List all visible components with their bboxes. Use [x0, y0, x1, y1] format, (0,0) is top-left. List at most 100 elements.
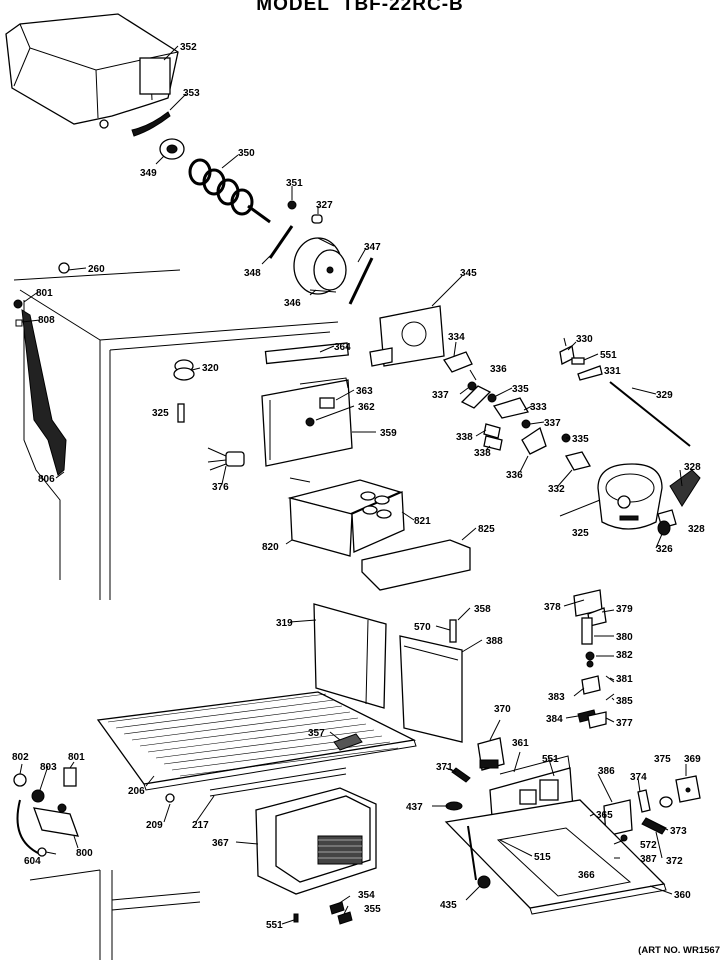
label-808: 808 [38, 315, 55, 326]
label-360: 360 [674, 890, 691, 901]
label-335b: 335 [572, 434, 589, 445]
label-572: 572 [640, 840, 657, 851]
label-551b: 551 [542, 754, 559, 765]
label-551c: 551 [266, 920, 283, 931]
button-377-icon [587, 711, 607, 729]
label-367: 367 [212, 838, 229, 849]
screw-551c-icon [293, 913, 299, 923]
motor-325-icon [597, 463, 663, 530]
divider-319-icon [313, 603, 387, 709]
label-217: 217 [192, 820, 209, 831]
lever-331-icon [577, 365, 603, 381]
clip-355-icon [337, 911, 353, 925]
pin-572-icon [620, 834, 628, 842]
screw-260-icon [58, 262, 70, 274]
label-604: 604 [24, 856, 41, 867]
label-801: 801 [36, 288, 53, 299]
label-335a: 335 [512, 384, 529, 395]
clip-357-icon [333, 733, 363, 751]
model-title: MODEL TBF-22RC-B [0, 0, 720, 16]
label-386: 386 [598, 766, 615, 777]
spring-373-icon [641, 817, 667, 835]
switch-801-icon [63, 767, 77, 787]
bearing-349-icon [159, 138, 185, 160]
spring-382b-icon [586, 660, 594, 668]
arm-336-icon [460, 385, 492, 409]
cup-383-icon [581, 675, 601, 695]
label-338b: 338 [474, 448, 491, 459]
label-337a: 337 [432, 390, 449, 401]
shaft-348-icon [268, 225, 294, 259]
screw-209-icon [165, 793, 175, 803]
label-381: 381 [616, 674, 633, 685]
label-372: 372 [666, 856, 683, 867]
label-570: 570 [414, 622, 431, 633]
cover-364-icon [264, 342, 349, 365]
pin-385-icon [605, 693, 615, 701]
label-354: 354 [358, 890, 375, 901]
label-348: 348 [244, 268, 261, 279]
label-365: 365 [596, 810, 613, 821]
label-385: 385 [616, 696, 633, 707]
ice-maker-icon [287, 477, 405, 557]
nut-337b-icon [521, 419, 531, 429]
label-347: 347 [364, 242, 381, 253]
label-338a: 338 [456, 432, 473, 443]
shelf-icon [96, 691, 417, 791]
label-351: 351 [286, 178, 303, 189]
clip-354-icon [329, 901, 345, 915]
seal-353-icon [131, 111, 171, 137]
label-374: 374 [630, 772, 647, 783]
label-326: 326 [656, 544, 673, 555]
model-number: TBF-22RC-B [341, 0, 464, 15]
label-336: 336 [490, 364, 507, 375]
bracket-388-icon [399, 635, 463, 743]
label-336b: 336 [506, 470, 523, 481]
label-363: 363 [356, 386, 373, 397]
label-353: 353 [183, 88, 200, 99]
ice-bucket-icon [5, 13, 179, 129]
label-329: 329 [656, 390, 673, 401]
lever-374-icon [637, 789, 651, 813]
label-825: 825 [478, 524, 495, 535]
clip-808-icon [15, 319, 23, 327]
tray-360-icon [444, 799, 667, 915]
cabinet-outline-icon [13, 269, 339, 960]
label-334: 334 [448, 332, 465, 343]
label-359: 359 [380, 428, 397, 439]
cap-437-icon [445, 801, 463, 811]
label-373: 373 [670, 826, 687, 837]
label-332: 332 [548, 484, 565, 495]
label-380: 380 [616, 632, 633, 643]
evaporator-cover-icon [255, 787, 377, 895]
label-260: 260 [88, 264, 105, 275]
label-820: 820 [262, 542, 279, 553]
rod-329-icon [609, 381, 691, 447]
label-349: 349 [140, 168, 157, 179]
plug-604-icon [37, 847, 47, 857]
label-319: 319 [276, 618, 293, 629]
tray-825-icon [361, 539, 471, 591]
label-515: 515 [534, 852, 551, 863]
label-320: 320 [202, 363, 219, 374]
label-803: 803 [40, 762, 57, 773]
arm-333-icon [492, 397, 529, 419]
nut-326-icon [657, 520, 671, 536]
label-382: 382 [616, 650, 633, 661]
label-327: 327 [316, 200, 333, 211]
button-375-icon [659, 796, 673, 808]
lever-334-icon [443, 351, 473, 373]
model-label: MODEL [256, 0, 330, 15]
knob-320-icon [173, 359, 195, 381]
bracket-345-icon [369, 305, 445, 367]
label-377: 377 [616, 718, 633, 729]
auger-spring-icon [188, 158, 271, 224]
pin-381-icon [605, 675, 615, 683]
label-383: 383 [548, 692, 565, 703]
spring-382-icon [585, 651, 595, 661]
label-330: 330 [576, 334, 593, 345]
spacer-380-icon [581, 617, 593, 645]
knob-802-icon [13, 773, 27, 787]
label-346: 346 [284, 298, 301, 309]
